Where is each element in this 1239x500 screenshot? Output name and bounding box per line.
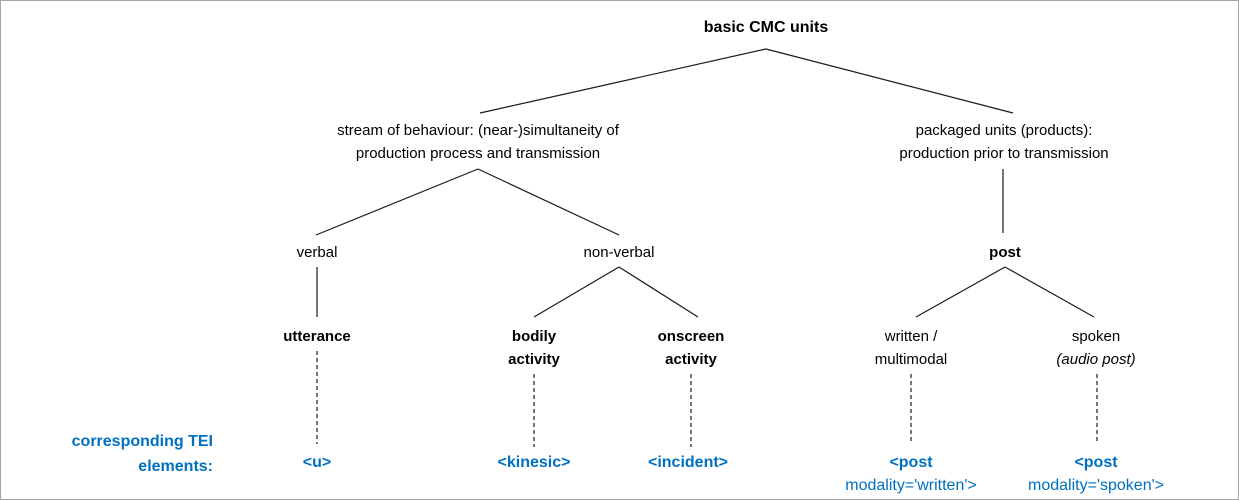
node-basic-cmc-units: basic CMC units — [703, 19, 829, 36]
tei-element-incident: <incident> — [647, 454, 729, 471]
onscreen-line1: onscreen — [657, 328, 725, 345]
packaged-line1: packaged units (products): — [915, 122, 1093, 139]
node-onscreen-activity: onscreen activity — [658, 325, 725, 371]
onscreen-line2: activity — [665, 351, 717, 368]
edge-stream-verbal — [315, 168, 479, 236]
bodily-line2: activity — [508, 351, 560, 368]
edge-post-spoken — [1004, 266, 1095, 318]
tei-caption-line2: elements: — [138, 458, 213, 475]
packaged-line2: production prior to transmission — [899, 145, 1109, 162]
edge-post-written — [915, 266, 1006, 318]
post-written-line2: modality='written'> — [845, 477, 977, 494]
tei-element-u: <u> — [302, 454, 332, 471]
node-spoken-audio-post: spoken (audio post) — [1056, 325, 1135, 371]
post-spoken-line1: <post — [1074, 454, 1118, 471]
tei-caption-line1: corresponding TEI — [71, 433, 213, 450]
node-written-multimodal: written / multimodal — [875, 325, 948, 371]
node-non-verbal: non-verbal — [583, 244, 655, 261]
tei-element-post-written: <post modality='written'> — [845, 451, 977, 497]
stream-line1: stream of behaviour: (near-)simultaneity… — [337, 122, 619, 139]
tei-element-kinesic: <kinesic> — [497, 454, 571, 471]
edge-stream-nonverbal — [477, 168, 620, 236]
bodily-line1: bodily — [511, 328, 557, 345]
spoken-line2: (audio post) — [1056, 351, 1136, 368]
node-utterance: utterance — [283, 328, 351, 345]
edge-nonverbal-onscreen — [618, 266, 699, 318]
node-verbal: verbal — [296, 244, 338, 261]
node-post: post — [989, 244, 1021, 261]
stream-line2: production process and transmission — [355, 145, 601, 162]
tei-caption: corresponding TEI elements: — [41, 429, 213, 479]
edge-root-packaged — [765, 48, 1014, 114]
node-packaged-units: packaged units (products): production pr… — [899, 119, 1108, 165]
node-stream-of-behaviour: stream of behaviour: (near-)simultaneity… — [337, 119, 619, 165]
spoken-line1: spoken — [1071, 328, 1121, 345]
edge-root-stream — [479, 48, 767, 114]
post-written-line1: <post — [889, 454, 933, 471]
written-line2: multimodal — [874, 351, 948, 368]
post-spoken-line2: modality='spoken'> — [1028, 477, 1164, 494]
written-line1: written / — [884, 328, 938, 345]
edge-nonverbal-bodily — [533, 266, 620, 318]
tei-element-post-spoken: <post modality='spoken'> — [1028, 451, 1164, 497]
node-bodily-activity: bodily activity — [508, 325, 560, 371]
